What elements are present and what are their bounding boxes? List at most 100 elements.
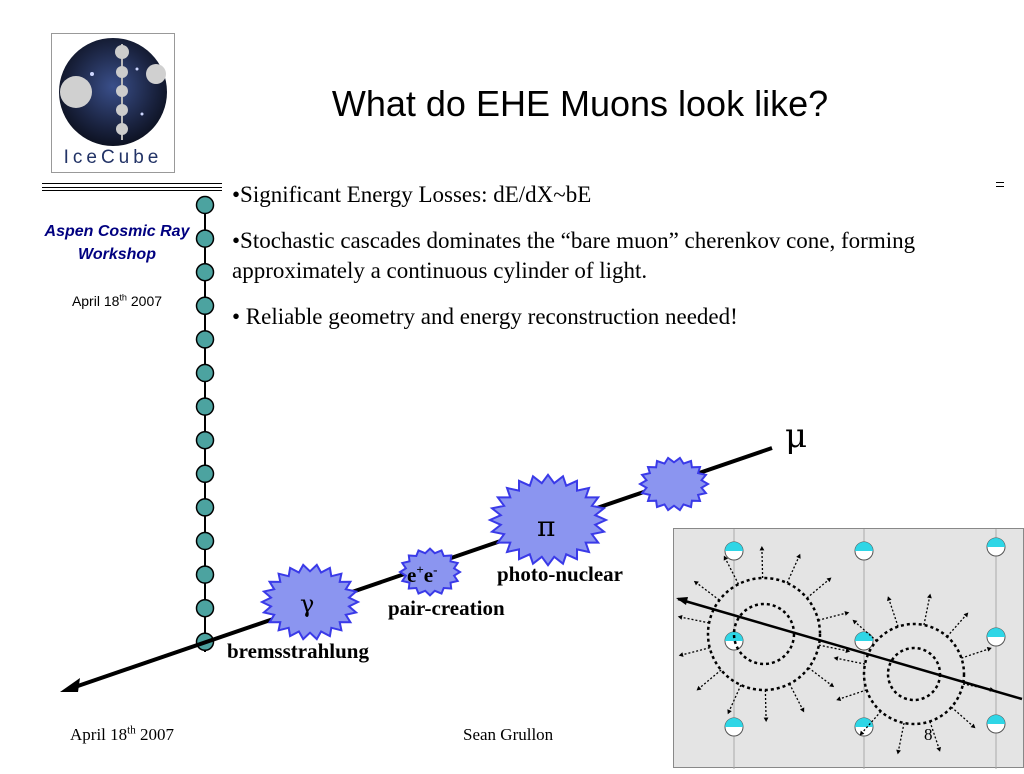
inset-dom-cap xyxy=(987,538,1005,547)
cascade-bursts xyxy=(259,456,710,641)
inset-dom-cap xyxy=(855,632,873,641)
photon-ray-arrowhead xyxy=(833,656,839,661)
photo-nuclear-burst xyxy=(487,473,609,567)
pair-creation-label: pair-creation xyxy=(388,596,505,620)
sidebar-date: April 18th 2007 xyxy=(71,292,163,309)
inset-dom-cap xyxy=(725,718,743,727)
logo-globe-icon xyxy=(59,38,167,146)
photon-ray-arrowhead xyxy=(896,749,901,755)
photon-ray xyxy=(761,546,764,579)
cherenkov-ring-1-inner xyxy=(732,602,796,666)
dom-sphere xyxy=(195,262,215,282)
photon-ray xyxy=(818,611,850,621)
photon-ray xyxy=(727,684,742,715)
photon-ray-arrowhead xyxy=(799,707,805,713)
muon-symbol: μ xyxy=(785,416,807,456)
inset-doms xyxy=(724,537,1006,737)
photon-ray-arrowhead xyxy=(852,619,858,625)
photon-ray xyxy=(887,596,899,627)
workshop-name: Aspen Cosmic Ray Workshop xyxy=(44,223,190,263)
inset-dom-cap xyxy=(855,542,873,551)
dom-sphere xyxy=(195,464,215,484)
photon-ray-arrowhead xyxy=(845,648,851,653)
dom-sphere xyxy=(195,363,215,383)
inset-dom-cap xyxy=(725,542,743,551)
photon-ray xyxy=(951,706,976,729)
photon-ray xyxy=(788,683,805,713)
photon-ray xyxy=(818,644,851,653)
photon-ray-arrowhead xyxy=(677,615,683,620)
header-rule xyxy=(42,183,222,188)
bremsstrahlung-label: bremsstrahlung xyxy=(227,639,369,663)
photon-ray xyxy=(696,669,722,692)
photon-ray-arrowhead xyxy=(986,647,992,652)
inset-dom-cap xyxy=(855,718,873,727)
photon-ray xyxy=(677,615,710,624)
dom-sphere xyxy=(195,330,215,349)
cherenkov-inset xyxy=(673,528,1024,769)
photon-ray-arrowhead xyxy=(759,546,765,551)
photon-ray-arrowhead xyxy=(696,685,702,691)
photon-ray-arrowhead xyxy=(970,723,976,729)
footer-author: Sean Grullon xyxy=(463,725,554,744)
photon-ray xyxy=(693,580,720,601)
photon-ray-arrowhead xyxy=(829,682,835,688)
footer-date: April 18th 2007 xyxy=(70,724,174,744)
cherenkov-ring-1 xyxy=(706,576,822,692)
logo-text: IceCube xyxy=(63,147,163,168)
photon-ray xyxy=(678,647,710,657)
dom-sphere xyxy=(195,397,215,416)
photon-ray-arrowhead xyxy=(763,717,769,722)
pion-symbol: π xyxy=(537,510,555,543)
photon-ray-arrowhead xyxy=(887,596,892,602)
dom-sphere xyxy=(195,296,215,316)
track-arrowhead xyxy=(60,678,80,692)
dom-sphere xyxy=(195,229,215,248)
bullet-stochastic-cascades: •Stochastic cascades dominates the “bare… xyxy=(232,228,916,283)
gamma-symbol: γ xyxy=(300,590,314,618)
photon-ray-arrowhead xyxy=(693,580,699,586)
photon-ray-arrowhead xyxy=(826,577,832,583)
photon-ray xyxy=(923,593,931,626)
photon-ray-arrowhead xyxy=(927,593,932,599)
footer-page-number: 8 xyxy=(924,725,933,744)
photo-nuclear-label: photo-nuclear xyxy=(497,562,623,586)
bremsstrahlung-burst xyxy=(259,563,361,641)
icecube-logo: IceCube xyxy=(51,33,175,173)
photon-ray xyxy=(786,553,801,584)
slide-title: What do EHE Muons look like? xyxy=(331,83,829,124)
dom-sphere xyxy=(195,498,215,517)
photon-ray-arrowhead xyxy=(796,553,801,559)
photon-ray xyxy=(808,667,835,688)
inset-svg xyxy=(676,529,1023,769)
header-rule-lower xyxy=(42,190,222,191)
photon-ray xyxy=(897,722,905,755)
pair-symbol: e+e- xyxy=(407,562,437,587)
photon-ray-arrowhead xyxy=(727,709,732,715)
dom-sphere xyxy=(195,195,215,215)
photon-ray-arrowhead xyxy=(678,652,684,657)
pair-creation-burst xyxy=(398,547,462,597)
photon-ray xyxy=(764,689,767,722)
inset-dom-cap xyxy=(987,715,1005,724)
right-rule-mark xyxy=(996,182,1004,187)
photon-ray-arrowhead xyxy=(844,611,850,616)
dom-sphere xyxy=(195,531,215,551)
dom-column xyxy=(195,195,215,652)
cherenkov-ring-2 xyxy=(862,622,966,726)
photon-ray-arrowhead xyxy=(936,746,941,752)
inset-track-arrowhead xyxy=(676,597,688,605)
bullet-list: •Significant Energy Losses: dE/dX~bE •St… xyxy=(232,180,1002,348)
dom-sphere xyxy=(195,430,215,450)
small-cascade-burst xyxy=(638,456,710,512)
dom-sphere xyxy=(195,598,215,618)
inset-dom-cap xyxy=(987,628,1005,637)
photon-ray-arrowhead xyxy=(963,612,969,618)
photon-ray xyxy=(836,689,867,701)
photon-ray xyxy=(833,657,866,665)
dom-sphere xyxy=(195,565,215,584)
photon-ray-arrowhead xyxy=(723,555,729,561)
photon-ray xyxy=(723,555,740,585)
inset-muon-track xyxy=(677,597,1023,701)
